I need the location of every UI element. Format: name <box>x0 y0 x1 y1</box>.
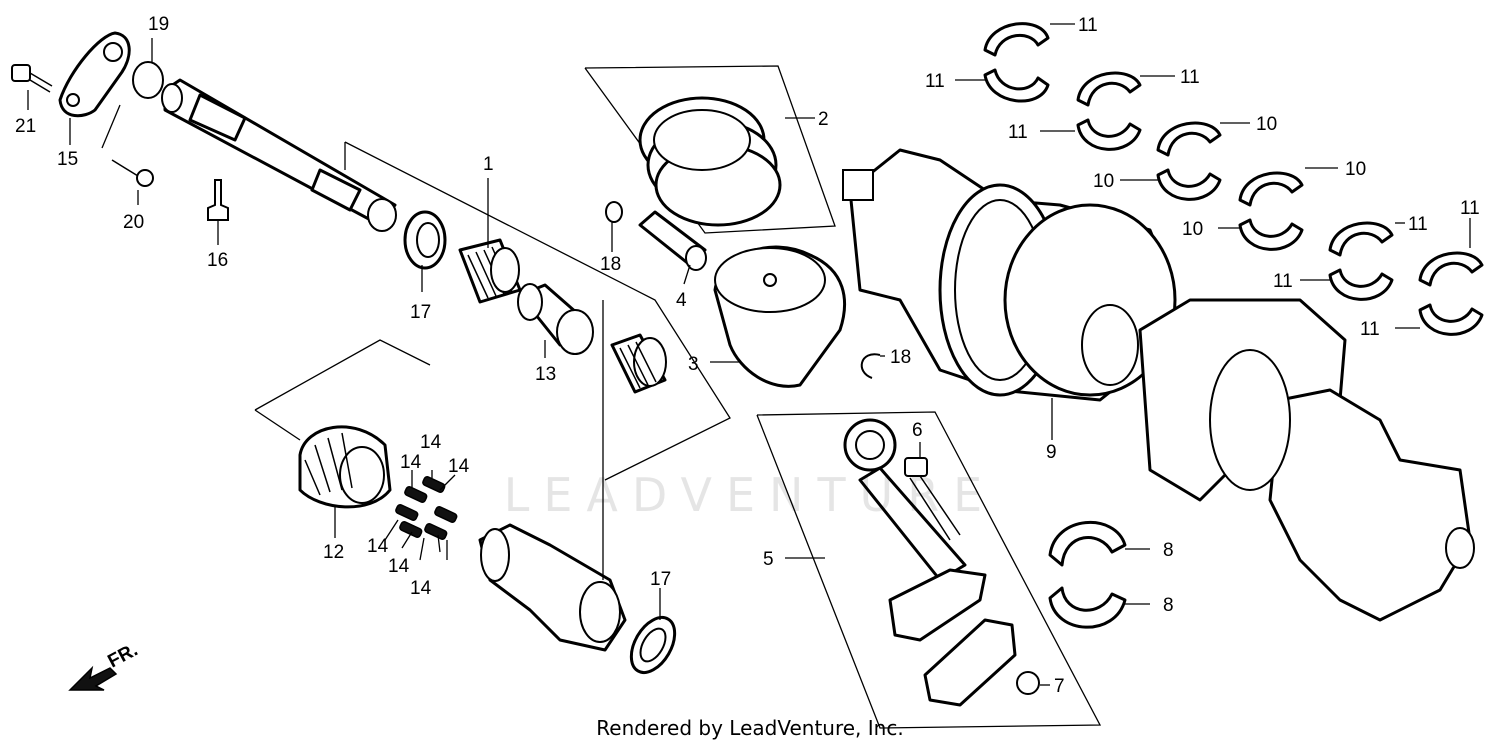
output-shaft <box>161 78 397 232</box>
callout-10-c: 10 <box>1093 171 1114 192</box>
callout-11-c: 11 <box>1180 67 1200 88</box>
clip-18-right <box>860 353 881 379</box>
callout-10-b: 10 <box>1345 159 1366 180</box>
callout-8-lower: 8 <box>1163 595 1174 616</box>
front-arrow-icon <box>68 665 118 691</box>
callout-10-a: 10 <box>1256 114 1277 135</box>
clip-18-left <box>605 201 623 223</box>
bolt-20 <box>111 159 154 187</box>
callout-14-b: 14 <box>400 452 422 473</box>
callout-17-upper: 17 <box>410 302 431 323</box>
callout-11-h: 11 <box>1360 319 1380 340</box>
callout-11-g: 11 <box>1273 271 1293 292</box>
callout-12: 12 <box>323 542 344 563</box>
callout-10-d: 10 <box>1182 219 1203 240</box>
collar-13 <box>517 283 594 355</box>
bolt-16 <box>207 179 229 221</box>
callout-11-f: 11 <box>1460 198 1480 219</box>
callout-11-d: 11 <box>1008 122 1028 143</box>
bearing-shells <box>983 22 1484 629</box>
gear-12 <box>298 425 392 509</box>
callout-1: 1 <box>483 154 494 175</box>
callout-19: 19 <box>148 14 169 35</box>
callout-15: 15 <box>57 149 78 170</box>
callout-16: 16 <box>207 250 228 271</box>
washer-19 <box>132 61 164 99</box>
callout-11-a: 11 <box>1078 15 1098 36</box>
needle-bearing <box>610 333 667 394</box>
leader-lines <box>27 23 1471 686</box>
callout-21: 21 <box>15 116 36 137</box>
needle-bearing-1 <box>458 238 522 304</box>
piston-3 <box>713 245 847 388</box>
oil-seal-17-upper <box>403 210 447 270</box>
callout-14-e: 14 <box>388 556 410 577</box>
rod-nut-7 <box>1016 671 1040 695</box>
bolt-21 <box>11 64 53 93</box>
callout-14-f: 14 <box>410 578 432 599</box>
piston-rings-2 <box>638 96 782 227</box>
callout-14-c: 14 <box>448 456 470 477</box>
crankshaft-9 <box>842 148 1475 622</box>
piston-pin-4 <box>638 210 707 271</box>
callout-17-lower: 17 <box>650 569 671 590</box>
callout-18-right: 18 <box>890 347 911 368</box>
oil-pump-arm-15 <box>58 31 131 118</box>
callout-14-a: 14 <box>420 432 442 453</box>
callout-8-upper: 8 <box>1163 540 1174 561</box>
connecting-rod-5 <box>843 418 1017 707</box>
keys-14 <box>395 475 458 540</box>
oil-seal-17-lower <box>629 616 677 674</box>
callout-11-e: 11 <box>1408 214 1428 235</box>
callout-20: 20 <box>123 212 144 233</box>
rod-bolt-6 <box>904 457 961 541</box>
callout-11-b: 11 <box>925 71 945 92</box>
countershaft <box>478 523 627 652</box>
callout-2: 2 <box>818 109 829 130</box>
callout-4: 4 <box>676 290 687 311</box>
callout-3: 3 <box>688 354 699 375</box>
callout-18-left: 18 <box>600 254 621 275</box>
callout-labels: 1 2 3 4 5 6 7 8 8 9 10 10 10 10 10 11 11… <box>15 14 1480 697</box>
callout-7: 7 <box>1054 676 1065 697</box>
callout-9: 9 <box>1046 442 1057 463</box>
callout-14-d: 14 <box>367 536 389 557</box>
callout-5: 5 <box>763 549 774 570</box>
callout-13: 13 <box>535 364 556 385</box>
footer-credit: Rendered by LeadVenture, Inc. <box>596 716 904 740</box>
callout-6: 6 <box>912 420 923 441</box>
frame-lines <box>101 65 1102 729</box>
